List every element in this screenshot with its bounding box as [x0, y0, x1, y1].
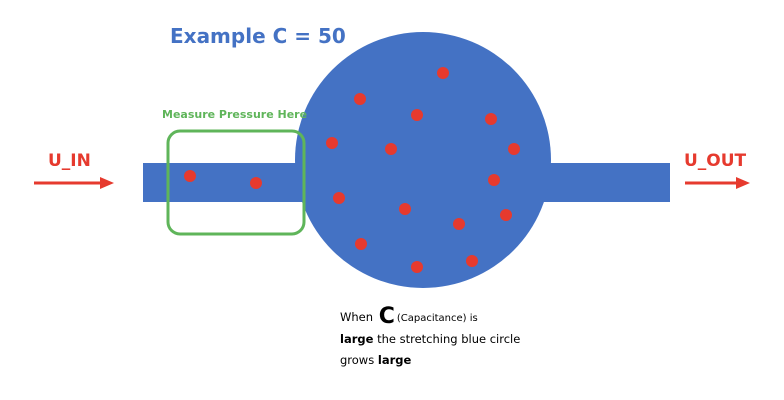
particle [488, 174, 500, 186]
particle [385, 143, 397, 155]
caption-text: the stretching blue circle [377, 332, 521, 346]
input-label: U_IN [48, 151, 91, 171]
caption-emphasis: large [377, 353, 412, 367]
particle [355, 238, 367, 250]
particle [508, 143, 520, 155]
particle [411, 261, 423, 273]
particle [411, 109, 423, 121]
particle [399, 203, 411, 215]
particle [326, 137, 338, 149]
caption: When C(Capacitance) is large the stretch… [340, 306, 570, 371]
particle [500, 209, 512, 221]
particle [453, 218, 465, 230]
caption-text: (Capacitance) is [396, 313, 478, 324]
particle [485, 113, 497, 125]
capacitance-symbol: C [378, 304, 395, 329]
caption-emphasis: large [340, 332, 374, 346]
diagram-title: Example C = 50 [170, 24, 346, 48]
caption-text: When [340, 310, 374, 324]
particle [333, 192, 345, 204]
capacitance-circle [295, 32, 551, 288]
output-label: U_OUT [684, 151, 747, 171]
particle [437, 67, 449, 79]
measure-box [166, 129, 306, 236]
caption-text: grows [340, 353, 375, 367]
output-arrow-icon [685, 177, 750, 189]
particle [184, 170, 196, 182]
measure-pressure-label: Measure Pressure Here [162, 108, 308, 121]
particle [250, 177, 262, 189]
particle [354, 93, 366, 105]
input-arrow-icon [34, 177, 114, 189]
particle [466, 255, 478, 267]
